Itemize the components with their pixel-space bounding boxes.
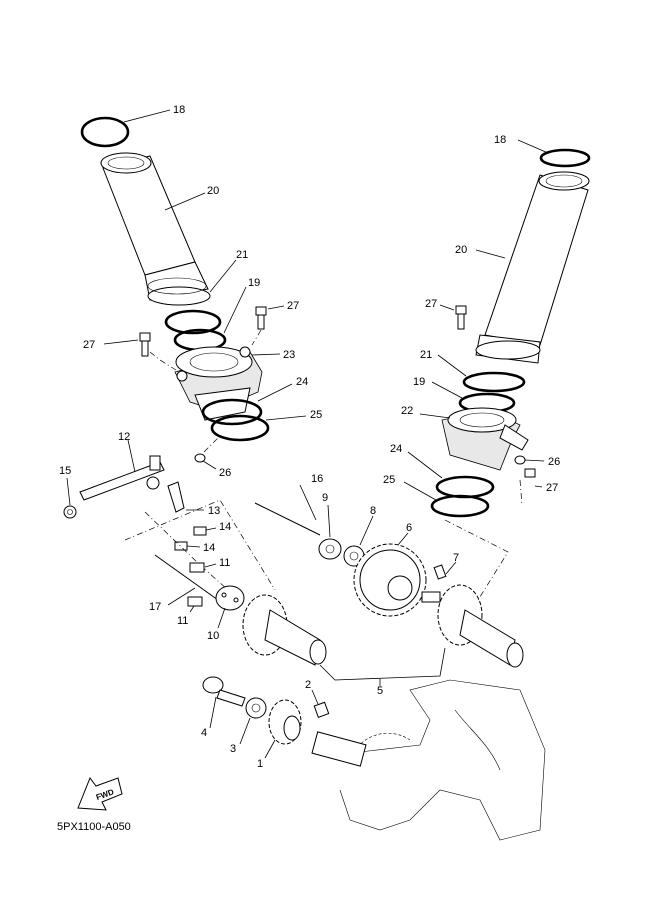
segment-plate-10 [215, 585, 245, 629]
callout-13: 13 [208, 505, 220, 517]
right-bolt-27b [519, 468, 543, 506]
diagram-code: 5PX1100-A050 [57, 821, 131, 833]
callout-24-left: 24 [296, 376, 308, 388]
stopper-lever-13 [167, 481, 204, 513]
shift-fork-shaft-16 [254, 484, 321, 536]
left-joint-23 [174, 346, 281, 421]
right-camshaft-gear [421, 584, 524, 668]
group-bracket-5 [319, 519, 509, 686]
callout-27-right-b: 27 [546, 482, 558, 494]
callout-2: 2 [305, 679, 311, 691]
callout-1: 1 [257, 758, 263, 770]
shift-guide-frame [124, 499, 276, 591]
gear-1 [264, 699, 302, 759]
callout-7: 7 [453, 552, 459, 564]
callout-18-left: 18 [173, 104, 185, 116]
callout-14-b: 14 [203, 542, 215, 554]
bolt-14b [174, 541, 201, 551]
callout-3: 3 [230, 743, 236, 755]
callout-27-right-a: 27 [425, 298, 437, 310]
right-o-ring-19 [431, 381, 516, 414]
right-bolt-27 [439, 304, 467, 330]
left-o-ring-21 [164, 259, 237, 335]
callout-15: 15 [59, 465, 71, 477]
callout-16: 16 [311, 473, 323, 485]
callout-12: 12 [118, 431, 130, 443]
callout-20-left: 20 [207, 185, 219, 197]
washer-15 [63, 477, 77, 519]
callout-8: 8 [370, 505, 376, 517]
pin-2 [311, 689, 330, 718]
callout-27-left-a: 27 [83, 339, 95, 351]
callout-21-right: 21 [420, 349, 432, 361]
bolt-4 [202, 676, 246, 729]
left-bolt-27a [103, 332, 177, 371]
left-intake-tube-20 [100, 152, 211, 306]
rod-17 [154, 554, 226, 606]
callout-4: 4 [201, 727, 207, 739]
callout-25-right: 25 [383, 474, 395, 486]
callout-22: 22 [401, 405, 413, 417]
left-dowel-26 [194, 437, 219, 470]
shift-shaft-12 [79, 439, 165, 501]
callout-9: 9 [322, 492, 328, 504]
left-o-ring-25 [210, 414, 307, 442]
callout-6: 6 [406, 522, 412, 534]
nut-9 [318, 504, 342, 560]
callout-14-a: 14 [219, 521, 231, 533]
left-o-ring-18 [80, 109, 171, 148]
bolt-11a [189, 562, 217, 573]
bolt-11b [187, 596, 203, 613]
callout-27-left-b: 27 [287, 300, 299, 312]
callout-20-right: 20 [455, 244, 467, 256]
left-bolt-27b [251, 305, 285, 346]
right-o-ring-21 [437, 354, 526, 393]
crankcase-outline [311, 679, 546, 841]
callout-23: 23 [283, 349, 295, 361]
callout-11-a: 11 [219, 557, 230, 569]
callout-11-b: 11 [177, 615, 188, 627]
callout-19-left: 19 [248, 277, 260, 289]
right-intake-tube-20 [475, 171, 590, 364]
callout-5: 5 [377, 685, 383, 697]
callout-26-left: 26 [219, 467, 231, 479]
key-7 [433, 561, 457, 580]
callout-24-right: 24 [390, 443, 402, 455]
left-camshaft-gear [242, 594, 327, 666]
right-joint-22 [419, 407, 529, 471]
gear-6 [353, 532, 427, 617]
callout-18-right: 18 [494, 134, 506, 146]
washer-3 [239, 697, 267, 745]
callout-21-left: 21 [236, 249, 248, 261]
left-o-ring-24 [201, 383, 293, 426]
callout-26-right: 26 [548, 456, 560, 468]
callout-17: 17 [149, 601, 161, 613]
fwd-arrow-icon: FWD [77, 776, 123, 811]
right-o-ring-18 [517, 139, 591, 168]
callout-19-right: 19 [413, 376, 425, 388]
callout-10: 10 [207, 630, 219, 642]
right-dowel-26 [514, 455, 545, 465]
callout-25-left: 25 [310, 409, 322, 421]
bolt-14a [193, 526, 217, 536]
right-o-ring-25 [403, 481, 490, 518]
